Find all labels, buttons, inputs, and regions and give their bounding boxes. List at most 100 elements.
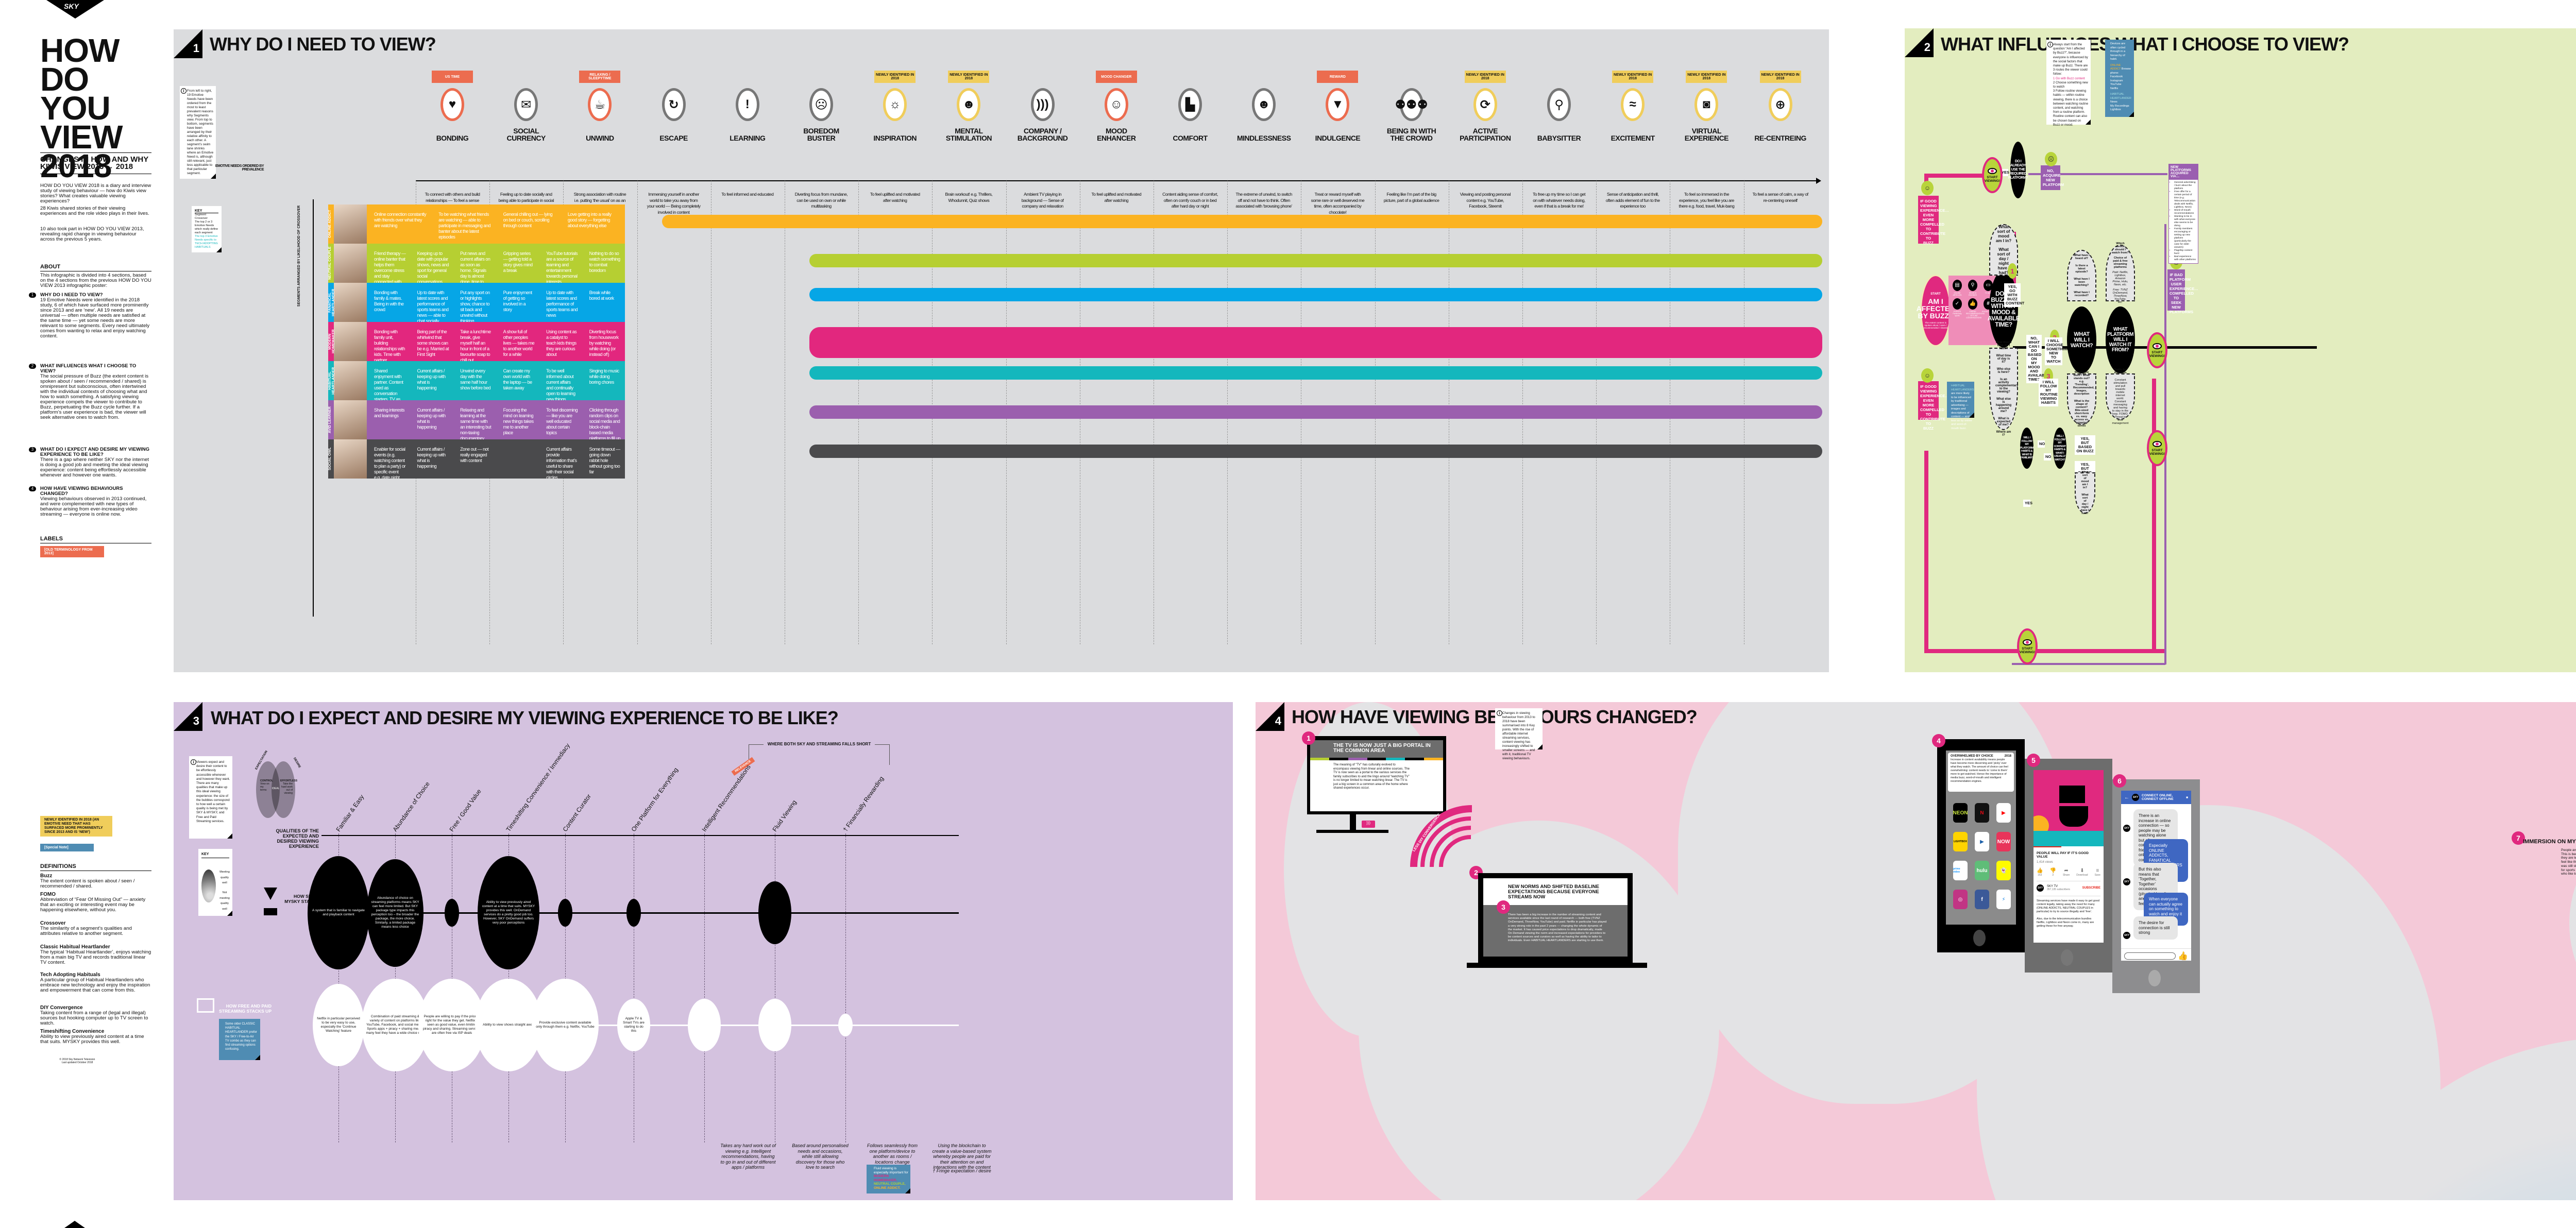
lane-cell: Pure enjoyment of getting so involved in… [496,283,539,322]
exclamation-icon: ! [735,88,759,121]
shortfall-note-4: Using the blockchain to create a value-b… [932,1143,992,1170]
need-label: UNWIND [586,134,614,142]
labels-heading: LABELS [40,536,151,543]
app-icon-8[interactable]: 👻 [1996,861,2011,880]
app-icon-6[interactable]: prime video [1953,861,1968,880]
segment-portrait [334,244,367,283]
video-call-icon[interactable]: ■ [2186,795,2188,799]
need-description: Viewing and posting personal content e.g… [1460,192,1511,209]
app-icon-2[interactable]: ▶ [1996,803,2011,823]
need-label: MOOD ENHANCER [1097,127,1136,142]
intro-text-3: 10 also took part in HOW DO YOU VIEW 201… [40,226,144,242]
app-icon-4[interactable]: ▶ [1975,832,1989,851]
start-viewing-node: START VIEWING! [1982,157,2003,193]
info-icon: i [181,88,187,94]
sky-avatar: SKY [2123,878,2130,885]
app-icon-0[interactable]: NEON [1953,803,1968,823]
sky-quality-bubble [445,899,459,927]
like-button[interactable]: 👍163 [2037,868,2043,877]
streaming-device-icon: ))) [1362,821,1375,828]
escape-arrow-icon: ↻ [662,88,686,121]
segment-portrait [334,283,367,322]
like-send-button[interactable]: 👍 [2178,952,2188,961]
section-title: WHAT INFLUENCES WHAT I CHOOSE TO VIEW? [1941,33,2349,55]
happy-face-icon: ☺ [1104,88,1128,121]
article-icon: ▤ONLINE ARTICLES [1951,280,1964,296]
vr-viewer-icon: ◙ [1694,88,1719,121]
shortfall-note-1: Takes any hard work out of viewing e.g. … [720,1143,776,1170]
point-7-title: IMMERSION ON MY OWN TERMS [2523,839,2576,845]
sky-quality-bubble [758,881,791,944]
lane-cell: Diverting focus from housework by watchi… [582,322,625,361]
save-button[interactable]: ≡Save [2094,868,2100,877]
phone-device-chat: ← SKY CONNECT ONLINE, CONNECT OFFLINE ■ … [2112,779,2200,993]
lane-cell: Friend therapy — online banter that help… [367,244,410,283]
sad-face-icon: ☹ [809,88,833,121]
app-icon-3[interactable]: LIGHTBOX [1953,832,1968,851]
need-label: BEING IN WITH THE CROWD [1386,127,1436,142]
lane-cell: Online connection constantly with friend… [367,204,432,244]
app-icon-1[interactable]: N [1975,803,1989,823]
point-1-badge: 1 [1302,731,1315,745]
intro-text-1: HOW DO YOU VIEW 2018 is a diary and inte… [40,183,151,204]
back-arrow-icon[interactable]: ← [2124,794,2129,800]
lane-cell [496,439,539,479]
already-use-platform-node: DO I ALREADY USE THE REQUIRED PLATFORM? [2008,142,2028,198]
app-icon-9[interactable]: ◎ [1953,890,1968,909]
sky-logo-bottom [64,1221,85,1228]
new-platforms-box: NEW PLATFORMS ACQUIRED VIA… General adve… [2168,164,2198,264]
chat-icon: ✉ [514,88,538,121]
app-icon-7[interactable]: hulu [1975,861,1989,880]
section-number-badge: 3 [174,702,202,731]
app-grid: NEON N ▶ LIGHTBOX ▶ NOW prime video hulu 👻 ◎ f ⚡ [1946,794,2016,918]
y-axis-label: SEGMENTS ARRANGED BY LIKELIHOOD OF CROSS… [297,205,301,307]
start-viewing-node: START VIEWING! [2017,628,2038,664]
app-icon-5[interactable]: NOW [1996,832,2011,851]
devices-special-note: Devices are often cycled through in a hi… [2105,40,2134,117]
search-icon: ⚲SEARCH ENGINES [1966,280,1979,296]
sky-avatar: SKY [2123,932,2130,939]
section-title: WHAT DO I EXPECT AND DESIRE MY VIEWING E… [211,707,839,728]
point-7-text: People are happier to view on a small sc… [2561,848,2576,876]
crowd-icon: ⚉⚉⚉ [1395,88,1428,121]
lane-cell: Gripping series — getting told a story g… [496,244,539,283]
streaming-quality-bubble [688,998,721,1052]
message-input[interactable] [2124,952,2176,960]
need-label: LEARNING [730,134,766,142]
shortfall-note-3: Follows seamlessly from one platform/dev… [867,1143,918,1165]
home-button[interactable] [2061,949,2073,966]
point-1-title: THE TV IS NOW JUST A BIG PORTAL IN THE C… [1310,740,1443,758]
shortfall-note-2: Based around personalised needs and occa… [792,1143,849,1170]
streaming-quality-bubble: Ability to view shows straight away [475,979,542,1071]
streaming-quality-bubble [758,998,791,1052]
route-1-label: YES, GO WITH BUZZ CONTENT [2004,283,2024,307]
home-button[interactable] [2148,970,2161,986]
lane-cell: Love getting into a really good story — … [560,204,625,244]
share-button[interactable]: ➦Share [2062,868,2070,877]
channel-avatar: SKY [2037,884,2044,892]
dislike-button[interactable]: 👎3 [2049,868,2056,877]
pirate-ship-illustration [2033,770,2104,846]
download-button[interactable]: ⬇Download [2076,868,2088,877]
chat-header: ← SKY CONNECT ONLINE, CONNECT OFFLINE ■ [2121,791,2191,804]
lane-cell: Current affairs / keeping up with what i… [410,400,453,439]
home-button[interactable] [1973,930,1986,946]
subscribe-button[interactable]: SUBSCRIBE [2082,886,2100,890]
good-experience-box-lower: IF GOOD VIEWING EXPERIENCE… EVEN MORE CO… [1918,381,1949,431]
need-label: ACTIVE PARTICIPATION [1460,127,1511,142]
lane-cell: Put any sport on or highlights show, cha… [453,283,496,322]
share-cycle-icon: ⟳ [1473,88,1497,121]
routes-info-note: i Always start from the question “Am I a… [2046,40,2091,127]
lane-cell: Can create my own world with the laptop … [496,361,539,400]
sky-avatar: SKY [2123,825,2130,832]
app-icon-10[interactable]: f [1975,890,1989,909]
app-icon-11[interactable]: ⚡ [1996,890,2011,909]
lane-cell: Current affairs / keeping up with what i… [410,361,453,400]
mood-questions-bottom: How much time do I have?What time of day… [1989,341,2018,437]
